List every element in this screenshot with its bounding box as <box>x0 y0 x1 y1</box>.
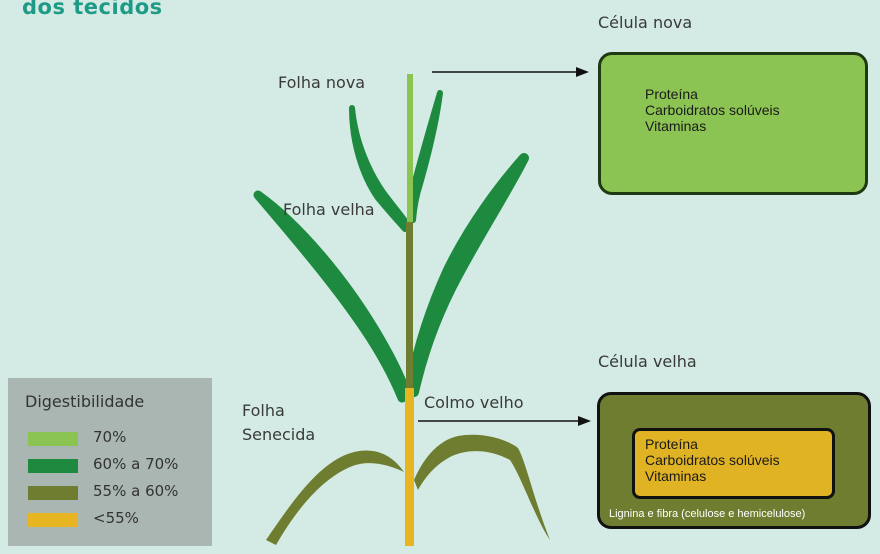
new-cell-contents: Proteína Carboidratos solúveis Vitaminas <box>645 86 780 134</box>
old-cell-carbs: Carboidratos solúveis <box>645 452 780 468</box>
stem-mid <box>406 222 413 392</box>
legend-label-lt55: <55% <box>93 509 139 527</box>
legend-title: Digestibilidade <box>25 392 144 411</box>
old-leaf-left-lower <box>258 195 406 398</box>
legend-label-60-70: 60% a 70% <box>93 455 178 473</box>
label-old-leaf: Folha velha <box>283 200 375 219</box>
legend-swatch-lt55 <box>28 513 78 527</box>
old-cell-protein: Proteína <box>645 436 780 452</box>
old-cell-wall-label: Lignina e fibra (celulose e hemicelulose… <box>609 508 805 520</box>
label-old-stem: Colmo velho <box>424 393 524 412</box>
new-cell-protein: Proteína <box>645 86 780 102</box>
senescent-leaf-left <box>266 450 404 545</box>
new-cell-vitamins: Vitaminas <box>645 118 780 134</box>
legend-label-70: 70% <box>93 428 126 446</box>
stem-young <box>407 74 413 224</box>
legend-swatch-70 <box>28 432 78 446</box>
arrow-head-old <box>578 416 591 426</box>
label-young-leaf: Folha nova <box>278 73 365 92</box>
old-leaf-right-lower <box>410 158 524 392</box>
arrow-head-new <box>576 67 589 77</box>
label-senescent-line2: Senecida <box>242 425 315 444</box>
header-old-cell: Célula velha <box>598 352 697 371</box>
stem-old <box>405 388 414 546</box>
senescent-leaf-right <box>414 435 550 540</box>
header-new-cell: Célula nova <box>598 13 692 32</box>
leaf-upper-right <box>410 93 440 220</box>
new-cell-carbs: Carboidratos solúveis <box>645 102 780 118</box>
legend-swatch-55-60 <box>28 486 78 500</box>
legend-label-55-60: 55% a 60% <box>93 482 178 500</box>
old-cell-vitamins: Vitaminas <box>645 468 780 484</box>
old-cell-contents: Proteína Carboidratos solúveis Vitaminas <box>645 436 780 484</box>
label-senescent-line1: Folha <box>242 401 285 420</box>
legend-swatch-60-70 <box>28 459 78 473</box>
